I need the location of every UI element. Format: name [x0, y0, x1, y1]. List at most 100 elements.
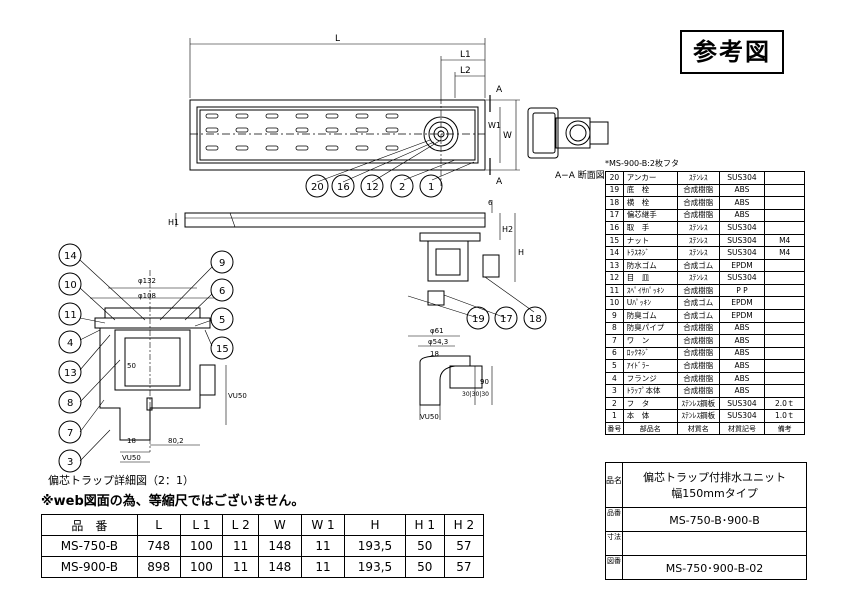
- parts-cell-remark: [764, 309, 805, 323]
- title-name-value: 偏芯トラップ付排水ユニット 幅150mmタイプ: [623, 463, 806, 507]
- parts-header-no: 番号: [605, 421, 624, 436]
- dims-cell: 193,5: [344, 535, 406, 557]
- parts-cell-material: ｽﾃﾝﾚｽ鋼板: [676, 409, 720, 423]
- callout-14: 14: [64, 251, 77, 262]
- parts-cell-no: 17: [605, 208, 624, 223]
- parts-cell-material: 合成ゴム: [676, 296, 720, 310]
- parts-cell-name: ｱｲﾄﾞﾗｰ: [622, 359, 678, 373]
- parts-cell-no: 2: [605, 396, 624, 411]
- parts-cell-no: 16: [605, 221, 624, 235]
- parts-cell-no: 10: [605, 296, 624, 310]
- parts-cell-code: SUS304: [718, 396, 766, 411]
- dims-header: H 1: [404, 514, 445, 536]
- dim-vu50-detail: VU50: [122, 454, 141, 462]
- callout-3: 3: [67, 457, 73, 468]
- parts-cell-remark: 2.0ｔ: [764, 396, 805, 411]
- dim-H2: H2: [502, 225, 513, 234]
- cover-slots: [205, 113, 399, 151]
- callout-7: 7: [67, 428, 73, 439]
- parts-cell-material: 合成樹脂: [676, 283, 720, 298]
- product-name: 偏芯トラップ付排水ユニット: [643, 471, 786, 484]
- dims-cell: 57: [443, 535, 485, 557]
- side-view: [408, 335, 493, 420]
- parts-cell-remark: [764, 371, 805, 386]
- top-view: [189, 38, 520, 198]
- parts-cell-remark: M4: [764, 246, 805, 260]
- parts-cell-material: 合成樹脂: [676, 183, 720, 198]
- parts-cell-material: ｽﾃﾝﾚｽ鋼板: [676, 396, 720, 411]
- dim-W1: W1: [488, 121, 501, 130]
- callout-12: 12: [366, 182, 379, 193]
- dims-header: H: [344, 514, 406, 536]
- parts-cell-material: ｽﾃﾝﾚｽ: [676, 233, 720, 248]
- parts-cell-material: 合成樹脂: [676, 359, 720, 373]
- dims-cell: 148: [257, 556, 302, 578]
- dims-header: L 2: [222, 514, 259, 536]
- title-block: 品名 偏芯トラップ付排水ユニット 幅150mmタイプ 品番 MS-750-B･9…: [605, 462, 807, 580]
- parts-cell-remark: [764, 171, 805, 185]
- parts-cell-code: SUS304: [718, 246, 766, 260]
- parts-cell-name: 偏芯継手: [622, 208, 678, 223]
- parts-cell-name: フ タ: [622, 396, 678, 411]
- callout-11: 11: [64, 310, 77, 321]
- parts-cell-name: ﾄﾗｽﾈｼﾞ: [622, 246, 678, 260]
- dim-30-30-30: 30|30|30: [462, 391, 489, 398]
- parts-cell-code: ABS: [718, 196, 766, 210]
- parts-cell-no: 9: [605, 309, 624, 323]
- parts-cell-code: EPDM: [718, 258, 766, 273]
- dim-W: W: [503, 131, 512, 141]
- parts-cell-code: SUS304: [718, 409, 766, 423]
- parts-cell-material: 合成樹脂: [676, 346, 720, 361]
- parts-cell-name: 底 栓: [622, 183, 678, 198]
- dims-cell: 898: [136, 556, 181, 578]
- parts-note: *MS-900-B:2枚フタ: [605, 159, 680, 168]
- parts-cell-name: ナット: [622, 233, 678, 248]
- parts-cell-code: ABS: [718, 183, 766, 198]
- callout-9: 9: [219, 258, 225, 269]
- parts-cell-remark: [764, 359, 805, 373]
- parts-cell-material: 合成樹脂: [676, 321, 720, 336]
- parts-cell-material: ｽﾃﾝﾚｽ: [676, 171, 720, 185]
- parts-cell-no: 15: [605, 233, 624, 248]
- parts-cell-name: 取 手: [622, 221, 678, 235]
- parts-cell-code: ABS: [718, 334, 766, 348]
- parts-cell-remark: [764, 334, 805, 348]
- dim-18-side: 18: [430, 350, 439, 358]
- parts-cell-name: 防臭ゴム: [622, 309, 678, 323]
- parts-cell-remark: [764, 271, 805, 285]
- title-model-row: 品番 MS-750-B･900-B: [606, 507, 806, 532]
- parts-cell-remark: 1.0ｔ: [764, 409, 805, 423]
- callout-19: 19: [472, 314, 485, 325]
- parts-cell-code: P P: [718, 283, 766, 298]
- parts-cell-name: ﾄﾗｯﾌﾟ本体: [622, 384, 678, 398]
- parts-cell-no: 14: [605, 246, 624, 260]
- parts-cell-remark: [764, 221, 805, 235]
- callout-18: 18: [529, 314, 542, 325]
- web-note: ※web図面の為、等縮尺ではございません。: [41, 494, 305, 509]
- parts-cell-no: 19: [605, 183, 624, 198]
- drawing-number: MS-750･900-B-02: [665, 562, 764, 575]
- parts-cell-name: 横 栓: [622, 196, 678, 210]
- title-drawing-label: 図番: [606, 556, 623, 580]
- dims-header: W 1: [300, 514, 346, 536]
- parts-cell-remark: M4: [764, 233, 805, 248]
- parts-cell-no: 12: [605, 271, 624, 285]
- title-size-row: 寸法: [606, 531, 806, 556]
- parts-cell-material: ｽﾃﾝﾚｽ: [676, 221, 720, 235]
- callout-13: 13: [64, 368, 77, 379]
- dims-cell: MS-750-B: [41, 535, 138, 557]
- dims-header: L 1: [179, 514, 224, 536]
- parts-cell-code: EPDM: [718, 309, 766, 323]
- dim-18-detail: 18: [127, 437, 136, 445]
- sect-A-top: A: [496, 85, 503, 95]
- dim-6: 6: [488, 199, 493, 207]
- parts-cell-name: ﾛｯｸﾈｼﾞ: [622, 346, 678, 361]
